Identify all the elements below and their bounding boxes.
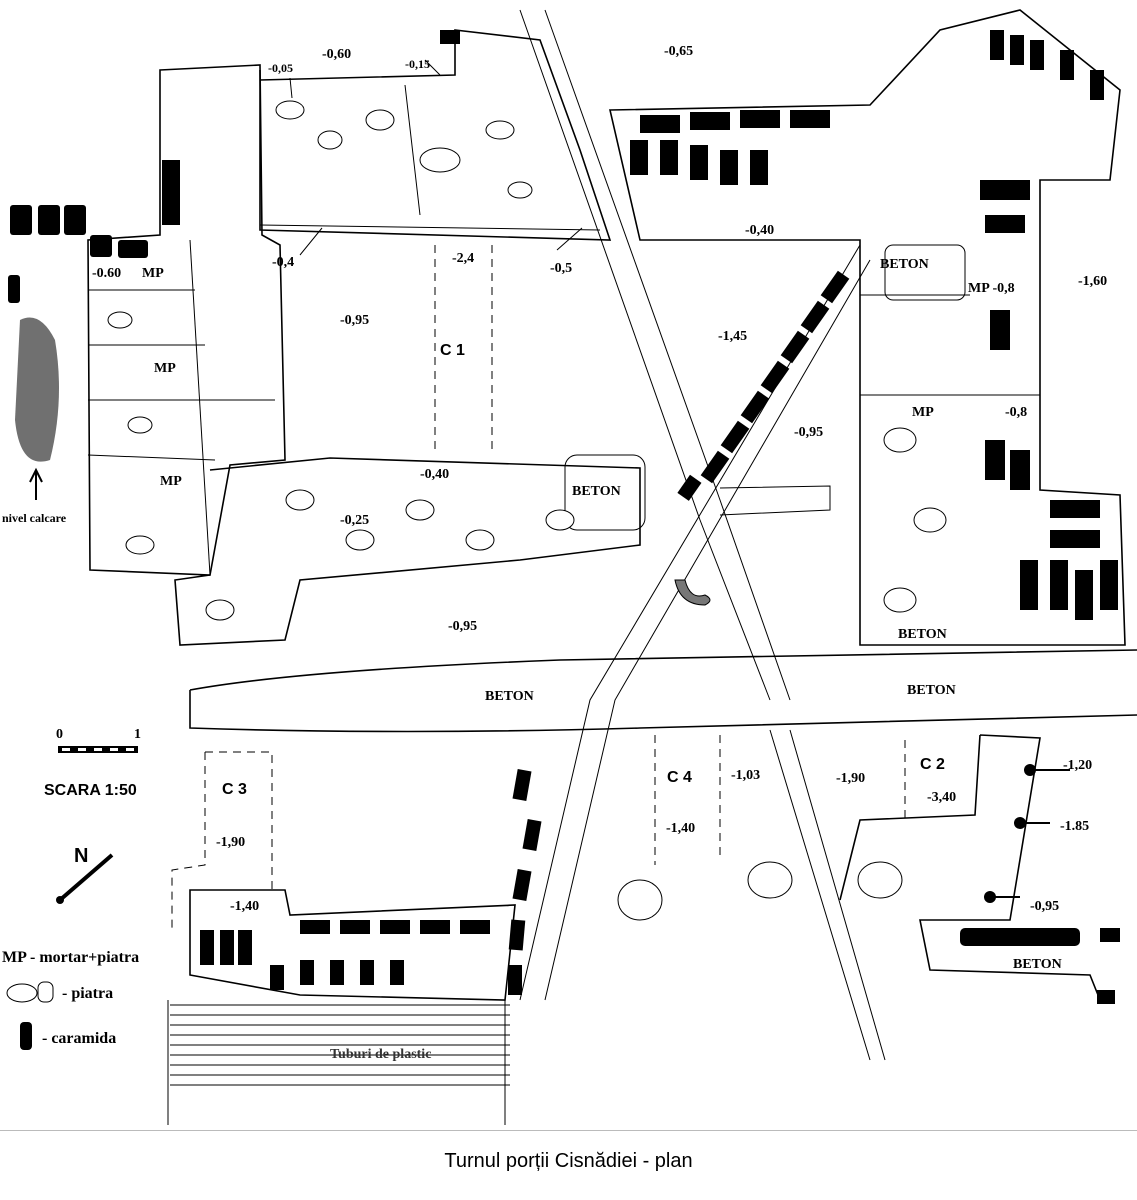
arrow-up-icon bbox=[29, 467, 43, 500]
beton-label: BETON bbox=[1013, 957, 1062, 972]
level-label: -0,40 bbox=[420, 467, 449, 482]
mp-label: MP bbox=[154, 361, 176, 376]
pipe bbox=[519, 9, 791, 701]
scale-one: 1 bbox=[134, 727, 141, 742]
level-label: -1,90 bbox=[836, 771, 865, 786]
level-label: -0,95 bbox=[794, 425, 823, 440]
level-label: -0,8 bbox=[1005, 405, 1027, 420]
scale-label: SCARA 1:50 bbox=[44, 782, 137, 799]
vessel-fragment bbox=[674, 579, 711, 606]
level-label: -0,05 bbox=[268, 61, 293, 75]
section-c3 bbox=[171, 751, 273, 930]
trench-line bbox=[519, 244, 871, 1001]
lower-left-wall bbox=[189, 769, 542, 1001]
diagonal-bricks bbox=[677, 270, 850, 501]
separator bbox=[0, 1130, 1137, 1131]
north-label: N bbox=[74, 845, 88, 867]
legend-mp: MP - mortar+piatra bbox=[2, 949, 139, 966]
top-wall bbox=[259, 29, 612, 241]
section-label: C 1 bbox=[440, 342, 465, 359]
stones bbox=[107, 100, 947, 921]
center-stone-band bbox=[174, 454, 831, 646]
beton-label: BETON bbox=[898, 627, 947, 642]
level-label: -0,25 bbox=[340, 513, 369, 528]
lower-right-wall bbox=[839, 734, 1120, 1004]
upper-right-wall bbox=[608, 9, 1126, 646]
legend-piatra: - piatra bbox=[62, 985, 113, 1002]
level-label: -0,5 bbox=[550, 261, 572, 276]
section-label: C 3 bbox=[222, 781, 247, 798]
legend-caramida: - caramida bbox=[42, 1030, 116, 1047]
beton-label: BETON bbox=[907, 683, 956, 698]
level-label: -1.85 bbox=[1060, 819, 1089, 834]
level-label: -0,40 bbox=[745, 223, 774, 238]
level-label: -0,60 bbox=[322, 47, 351, 62]
level-label: -0,95 bbox=[340, 313, 369, 328]
level-label: -1,45 bbox=[718, 329, 747, 344]
plastic-pipes bbox=[167, 1000, 510, 1125]
pipe bbox=[769, 729, 886, 1061]
level-label: -1,60 bbox=[1078, 274, 1107, 289]
level-label: -0,15 bbox=[405, 57, 430, 71]
section-c1 bbox=[434, 245, 493, 455]
level-label: -0,95 bbox=[448, 619, 477, 634]
scale-zero: 0 bbox=[56, 727, 63, 742]
level-label: -3,40 bbox=[927, 790, 956, 805]
level-label: -1,20 bbox=[1063, 758, 1092, 773]
north-arrow-icon: N bbox=[56, 845, 114, 904]
scale-bar: 0 1 SCARA 1:50 bbox=[44, 727, 141, 799]
mp-level-label: MP -0,8 bbox=[968, 281, 1015, 296]
level-label: -2,4 bbox=[452, 251, 474, 266]
beton-label: BETON bbox=[572, 484, 621, 499]
level-label: -1,40 bbox=[666, 821, 695, 836]
level-label: -0,65 bbox=[664, 44, 693, 59]
mp-label: MP bbox=[142, 266, 164, 281]
level-label: -0,95 bbox=[1030, 899, 1059, 914]
beton-label: BETON bbox=[485, 689, 534, 704]
left-wall bbox=[8, 64, 286, 576]
plastic-pipes-label: Tuburi de plastic bbox=[330, 1047, 431, 1062]
concrete-band bbox=[189, 649, 1137, 733]
level-label: -1,03 bbox=[731, 768, 760, 783]
arrow-icon bbox=[289, 59, 583, 256]
nivel-calcare-label: nivel calcare bbox=[2, 511, 67, 525]
archaeological-plan: -0,60 -0,05 -0,15 -0,65 -0,4 -2,4 -0,5 -… bbox=[2, 9, 1137, 1125]
legend: MP - mortar+piatra - piatra - caramida bbox=[2, 949, 139, 1050]
section-c4 bbox=[654, 735, 721, 865]
figure-caption: Turnul porții Cisnădiei - plan bbox=[444, 1150, 693, 1172]
mp-label: MP bbox=[912, 405, 934, 420]
level-label: -0.60 bbox=[92, 266, 121, 281]
section-label: C 2 bbox=[920, 756, 945, 773]
level-label: -1,90 bbox=[216, 835, 245, 850]
mp-label: MP bbox=[160, 474, 182, 489]
level-label: -0,4 bbox=[272, 255, 294, 270]
bricks-top-right bbox=[630, 30, 1118, 620]
level-label: -1,40 bbox=[230, 899, 259, 914]
beton-label: BETON bbox=[880, 257, 929, 272]
section-label: C 4 bbox=[667, 769, 692, 786]
